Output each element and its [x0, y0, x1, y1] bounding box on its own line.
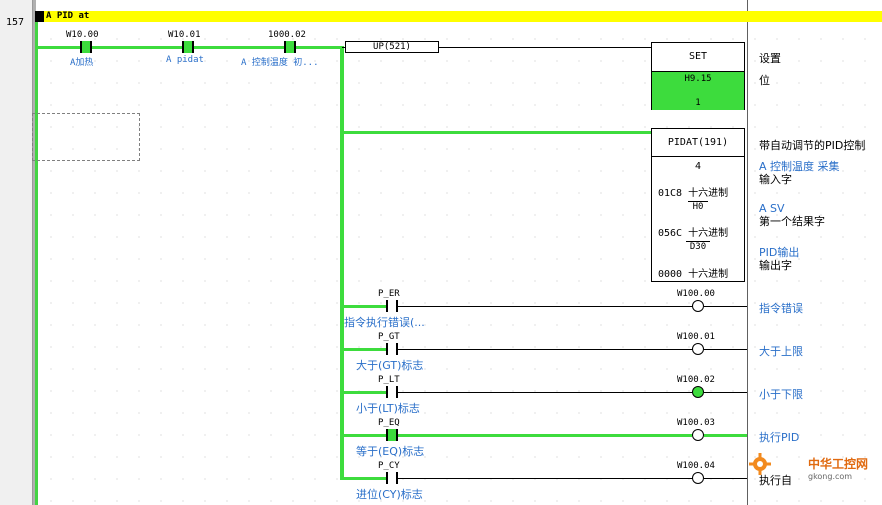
- watermark-line2: gkong.com: [807, 472, 853, 481]
- coil-w100-04[interactable]: [692, 472, 704, 484]
- flag-wire-energized: [398, 434, 692, 437]
- set-operand: H9.15: [684, 74, 712, 84]
- flag-wire-energized: [342, 305, 386, 308]
- pidat-s-comment: A 控制温度 采集: [759, 160, 840, 173]
- pidat-c-comment: A SV: [759, 202, 785, 215]
- contact-p-lt[interactable]: [386, 386, 398, 398]
- set-value: 1: [695, 98, 701, 108]
- coil-address: W100.02: [677, 375, 715, 385]
- contact-1000-02[interactable]: [284, 41, 296, 53]
- coil-address: W100.03: [677, 418, 715, 428]
- pidat-out-operand: 0000 十六进制: [658, 265, 728, 280]
- flag-contact-label: P_LT: [378, 375, 400, 385]
- pidat-wire-energized: [342, 131, 652, 134]
- gear-icon: [748, 452, 772, 476]
- pidat-d-sub: D30: [686, 241, 710, 252]
- contact-address: 1000.02: [268, 30, 306, 40]
- coil-address: W100.04: [677, 461, 715, 471]
- flag-wire: [398, 349, 698, 350]
- set-comment-line1: 设置: [759, 52, 781, 65]
- contact-address: W10.01: [168, 30, 201, 40]
- coil-comment: 执行PID: [759, 431, 800, 444]
- pidat-d-operand: 056C 十六进制: [652, 224, 744, 239]
- flag-wire-energized: [342, 434, 386, 437]
- coil-address: W100.01: [677, 332, 715, 342]
- rung-number-gutter: [0, 0, 33, 505]
- rung-header-bar[interactable]: [40, 11, 882, 22]
- flag-contact-label: P_ER: [378, 289, 400, 299]
- contact-w10-00[interactable]: [80, 41, 92, 53]
- set-operand-area: H9.15 1: [652, 71, 744, 110]
- coil-w100-01[interactable]: [692, 343, 704, 355]
- coil-address: W100.00: [677, 289, 715, 299]
- flag-wire-energized: [342, 391, 386, 394]
- contact-comment: A加热: [70, 58, 94, 68]
- coil-to-rail-wire: [704, 349, 747, 350]
- flag-wire: [398, 478, 698, 479]
- pidat-s-operand: 4: [694, 161, 702, 172]
- rung-marker: [35, 11, 44, 22]
- pidat-comment-title: 带自动调节的PID控制: [759, 139, 866, 152]
- branch-bus-energized: [340, 46, 344, 480]
- set-label: SET: [688, 51, 708, 62]
- pidat-out-value: 0000: [658, 269, 683, 280]
- coil-comment: 执行自: [759, 474, 792, 487]
- coil-comment: 大于上限: [759, 345, 803, 358]
- flag-wire-energized: [342, 348, 386, 351]
- pidat-d-comment: PID输出: [759, 246, 800, 259]
- pidat-instruction-block[interactable]: PIDAT(191) 4 01C8 十六进制 H0 056C 十六进制 D30 …: [651, 128, 745, 282]
- rung-number: 157: [5, 17, 25, 28]
- coil-to-rail-energized: [704, 434, 747, 437]
- pidat-c-operand: 01C8 十六进制: [652, 184, 744, 199]
- contact-address: W10.00: [66, 30, 99, 40]
- coil-comment: 指令错误: [759, 302, 803, 315]
- flag-contact-comment: 大于(GT)标志: [356, 359, 424, 372]
- coil-comment: 小于下限: [759, 388, 803, 401]
- flag-wire: [398, 392, 698, 393]
- flag-wire-energized: [342, 477, 386, 480]
- pidat-out-format: 十六进制: [688, 269, 729, 280]
- right-power-rail: [747, 0, 748, 505]
- contact-comment: A pidat: [166, 55, 204, 65]
- site-watermark: 中华工控网 gkong.com: [808, 455, 868, 481]
- pidat-d-comment-2: 输出字: [759, 259, 792, 272]
- flag-contact-comment: 小于(LT)标志: [356, 402, 420, 415]
- pidat-c-comment-2: 第一个结果字: [759, 215, 825, 228]
- flag-contact-label: P_CY: [378, 461, 400, 471]
- coil-w100-00[interactable]: [692, 300, 704, 312]
- left-power-rail: [33, 0, 36, 505]
- flag-contact-label: P_EQ: [378, 418, 400, 428]
- flag-wire: [398, 306, 698, 307]
- coil-to-rail-wire: [704, 306, 747, 307]
- set-instruction-block[interactable]: SET H9.15 1: [651, 42, 745, 110]
- flag-contact-comment: 进位(CY)标志: [356, 488, 423, 501]
- contact-p-er[interactable]: [386, 300, 398, 312]
- flag-contact-comment: 指令执行错误(...: [344, 316, 425, 329]
- flag-contact-comment: 等于(EQ)标志: [356, 445, 425, 458]
- flag-contact-label: P_GT: [378, 332, 400, 342]
- set-comment-line2: 位: [759, 74, 770, 87]
- coil-w100-02[interactable]: [692, 386, 704, 398]
- coil-w100-03[interactable]: [692, 429, 704, 441]
- contact-w10-01[interactable]: [182, 41, 194, 53]
- contact-comment: A 控制温度 初...: [241, 58, 319, 68]
- pidat-c-format: 十六进制: [688, 188, 729, 199]
- pidat-d-value: 056C: [658, 228, 683, 239]
- pidat-d-format: 十六进制: [688, 228, 729, 239]
- left-power-rail-energized: [35, 20, 38, 505]
- empty-selection-box[interactable]: [32, 113, 140, 161]
- contact-p-eq[interactable]: [386, 429, 398, 441]
- coil-to-rail-wire: [704, 478, 747, 479]
- up-instruction[interactable]: UP(521): [345, 41, 439, 53]
- pidat-c-value: 01C8: [658, 188, 683, 199]
- watermark-line1: 中华工控网: [807, 457, 868, 471]
- pidat-s-comment-2: 输入字: [759, 173, 792, 186]
- up-wire: [342, 47, 652, 48]
- pidat-label: PIDAT(191): [652, 129, 744, 157]
- contact-p-cy[interactable]: [386, 472, 398, 484]
- rung-title: A PID at: [46, 11, 90, 21]
- coil-to-rail-wire: [704, 392, 747, 393]
- contact-p-gt[interactable]: [386, 343, 398, 355]
- pidat-c-sub: H0: [688, 201, 708, 212]
